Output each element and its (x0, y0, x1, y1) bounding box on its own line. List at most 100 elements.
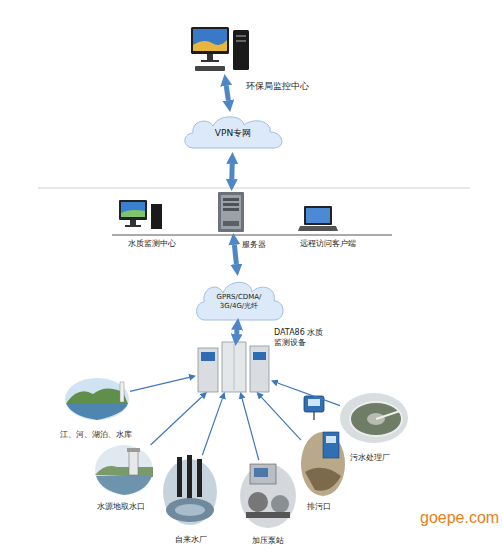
meter-cable (313, 412, 314, 420)
server-tower-art (215, 191, 247, 233)
art-shape (350, 402, 402, 436)
art-shape (65, 378, 129, 420)
monitor-center-art (190, 26, 252, 74)
node-label: 加压泵站 (252, 536, 284, 546)
node-label: 远程访问客户端 (300, 239, 356, 248)
art-shape (197, 459, 202, 497)
intake-photo: 水源地取水口 (95, 445, 153, 495)
node-label: 水质监测中心 (128, 239, 176, 248)
art-shape (250, 346, 269, 392)
network-cloud: GPRS/CDMA/ 3G/4G/光纤 (193, 276, 287, 322)
water-monitor-pc-art (118, 198, 163, 230)
monitor-cabinet: DATA86 水质监测设备 (196, 342, 271, 392)
art-shape (66, 403, 128, 420)
art-shape (193, 29, 227, 51)
art-shape (298, 226, 338, 231)
art-shape (250, 464, 276, 484)
art-shape (125, 225, 141, 227)
probe-meter (304, 396, 324, 420)
art-shape (119, 200, 147, 220)
art-shape (151, 204, 162, 229)
lan-bus-line (112, 235, 392, 236)
art-shape (340, 393, 408, 443)
node-label: 环保局监控中心 (246, 81, 309, 92)
water-plant-photo-art (163, 455, 217, 525)
data-arrow (261, 397, 301, 440)
pump-station-photo-art (240, 460, 296, 528)
node-label: 排污口 (307, 502, 331, 512)
art-shape (323, 432, 339, 458)
art-shape (271, 495, 289, 513)
data-arrow (278, 383, 340, 406)
remote-laptop-art (298, 205, 338, 231)
water-monitor-pc: 水质监测中心 (118, 198, 163, 230)
data-arrow (130, 377, 189, 391)
network-arrow (234, 330, 239, 334)
art-shape (326, 436, 336, 443)
art-shape (121, 210, 145, 217)
art-shape (236, 35, 246, 37)
node-label: VPN专网 (180, 128, 286, 139)
outlet-photo-art (301, 432, 345, 496)
art-shape (201, 60, 219, 62)
meter-body (304, 396, 324, 412)
meter-screen (308, 399, 320, 406)
vpn-cloud: VPN专网 (180, 112, 286, 152)
art-shape (96, 476, 152, 495)
network-arrow (229, 164, 234, 179)
art-shape (218, 192, 244, 232)
art-shape (95, 445, 153, 495)
network-arrow (234, 245, 236, 264)
art-shape (254, 468, 268, 477)
server-tower: 服务器 (215, 191, 247, 233)
art-shape (240, 464, 296, 528)
art-shape (193, 40, 227, 51)
art-shape (127, 448, 140, 452)
art-shape (376, 411, 400, 419)
art-shape (187, 455, 192, 499)
lake-photo: 江、河、湖泊、水库 (65, 378, 130, 420)
monitor-center: 环保局监控中心 (190, 26, 252, 74)
art-shape (304, 206, 332, 225)
art-shape (130, 220, 136, 225)
pump-station-photo: 加压泵站 (240, 460, 296, 528)
sewage-plant-photo: 污水处理厂 (340, 393, 408, 443)
art-shape (177, 457, 182, 497)
art-shape (234, 344, 235, 390)
art-shape (175, 504, 205, 516)
art-shape (121, 202, 145, 217)
art-shape (129, 451, 138, 475)
monitor-cabinet-art (196, 342, 271, 392)
separator-line (38, 188, 470, 189)
node-label: 自来水厂 (175, 535, 207, 545)
intake-photo-art (95, 445, 153, 495)
art-shape (67, 388, 128, 404)
art-shape (221, 195, 241, 229)
art-shape (246, 512, 290, 518)
data-arrow (242, 399, 259, 460)
art-shape (95, 466, 153, 477)
water-plant-photo: 自来水厂 (163, 455, 217, 525)
art-shape (301, 432, 345, 496)
lake-photo-art (65, 378, 130, 420)
watermark: goepe.com (420, 509, 499, 527)
network-arrow (226, 86, 228, 100)
art-shape (223, 221, 239, 226)
art-shape (306, 208, 330, 223)
art-shape (166, 498, 214, 522)
art-shape (233, 30, 249, 70)
data-arrow (202, 399, 222, 455)
art-shape (197, 282, 283, 320)
art-shape (236, 40, 246, 42)
art-shape (120, 382, 124, 402)
node-label: 水源地取水口 (97, 502, 145, 512)
art-shape (223, 203, 239, 206)
outlet-photo: 排污口 (301, 432, 345, 496)
data-arrow (151, 397, 202, 445)
node-label: 服务器 (242, 240, 266, 249)
art-shape (223, 198, 239, 201)
sewage-plant-photo-art (340, 393, 408, 443)
art-shape (191, 27, 229, 54)
art-shape (305, 468, 341, 491)
